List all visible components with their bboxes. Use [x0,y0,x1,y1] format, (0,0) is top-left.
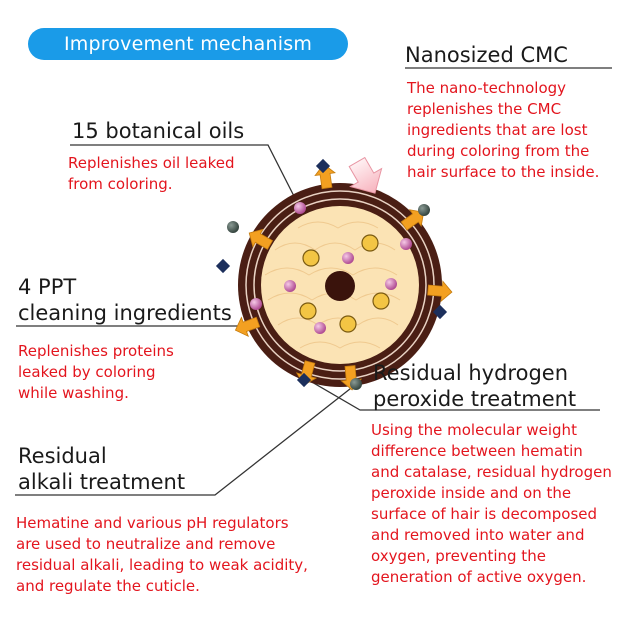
hair-cross-section [238,183,442,387]
title-badge: Improvement mechanism [28,28,348,60]
alkali-heading: Residual alkali treatment [18,444,186,494]
cmc-heading: Nanosized CMC [405,43,568,67]
alkali-description: Hematine and various pH regulators are u… [16,514,308,595]
navy-diamonds [215,158,448,388]
ppt-heading: 4 PPT cleaning ingredients [18,275,232,325]
leader-peroxide [304,377,600,411]
medulla [325,271,355,301]
leader-alkali [15,384,356,496]
peroxide-description: Using the molecular weight difference be… [371,421,612,586]
granules [299,234,390,333]
cmc-description: The nano-technology replenishes the CMC … [407,79,600,181]
leader-oils [70,144,301,209]
orange-arrows [234,163,453,391]
oils-description: Replenishes oil leaked from coloring. [68,154,235,193]
gray-dots [227,204,430,390]
peroxide-heading: Residual hydrogen peroxide treatment [373,361,577,411]
pink-beads [250,202,412,334]
ppt-description: Replenishes proteins leaked by coloring … [18,342,174,402]
leader-lines [15,67,612,496]
inward-arrow [348,156,383,194]
oils-heading: 15 botanical oils [72,119,245,143]
